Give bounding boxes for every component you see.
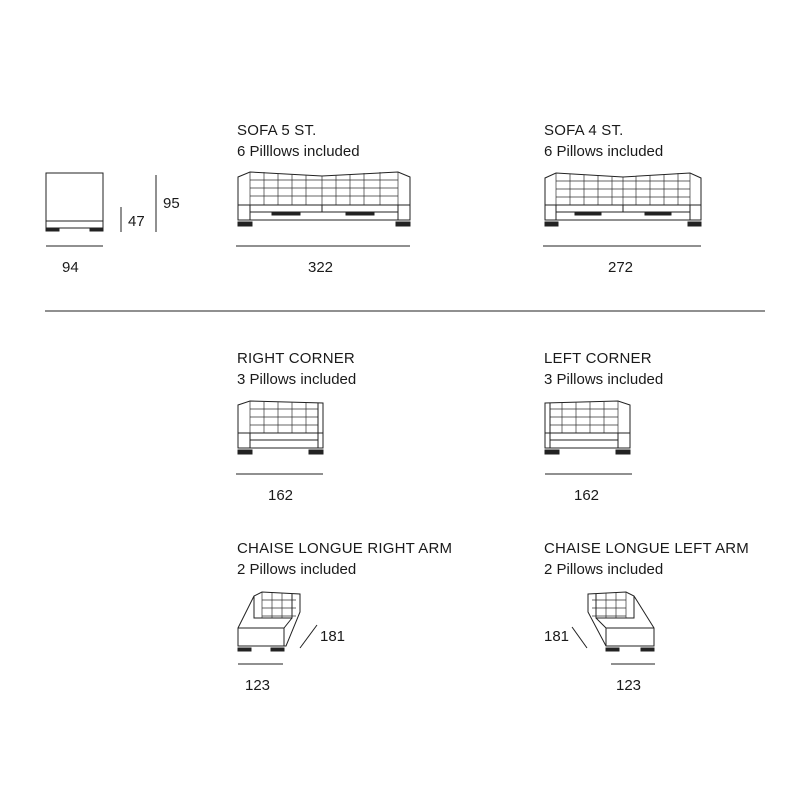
ottoman-seat-height-label: 47 xyxy=(128,213,145,230)
chaise-left-drawing xyxy=(587,591,655,652)
chaise-right-pillows: 2 Pillows included xyxy=(237,561,357,578)
chaise-right-depth-label: 181 xyxy=(320,628,346,645)
ottoman-width-label: 94 xyxy=(62,259,79,276)
sofa5-width-label: 322 xyxy=(308,259,334,276)
chaise-left-width-label: 123 xyxy=(616,677,642,694)
chaise-right-title: CHAISE LONGUE RIGHT ARM xyxy=(237,540,453,557)
right-corner-title: RIGHT CORNER xyxy=(237,350,355,367)
sofa4-title: SOFA 4 ST. xyxy=(544,122,624,139)
chaise-right-depth-line xyxy=(299,624,318,649)
right-corner-pillows: 3 Pillows included xyxy=(237,371,357,388)
right-corner-drawing xyxy=(237,400,324,455)
chaise-left-title: CHAISE LONGUE LEFT ARM xyxy=(544,540,750,557)
sofa4-drawing xyxy=(544,172,702,227)
right-corner-width-label: 162 xyxy=(268,487,294,504)
chaise-left-depth-label: 181 xyxy=(544,628,570,645)
sofa4-width-label: 272 xyxy=(608,259,634,276)
left-corner-drawing xyxy=(544,400,631,455)
chaise-right-drawing xyxy=(237,591,301,652)
chaise-right-width-label: 123 xyxy=(245,677,271,694)
left-corner-width-label: 162 xyxy=(574,487,600,504)
sofa5-title: SOFA 5 ST. xyxy=(237,122,317,139)
ottoman-drawing xyxy=(45,172,104,232)
chaise-left-pillows: 2 Pillows included xyxy=(544,561,664,578)
left-corner-title: LEFT CORNER xyxy=(544,350,652,367)
sofa4-pillows: 6 Pillows included xyxy=(544,143,664,160)
chaise-left-depth-line xyxy=(571,626,588,649)
ottoman-height-label: 95 xyxy=(163,195,180,212)
left-corner-pillows: 3 Pillows included xyxy=(544,371,664,388)
sofa5-drawing xyxy=(237,171,411,227)
sofa5-pillows: 6 Pilllows included xyxy=(237,143,360,160)
